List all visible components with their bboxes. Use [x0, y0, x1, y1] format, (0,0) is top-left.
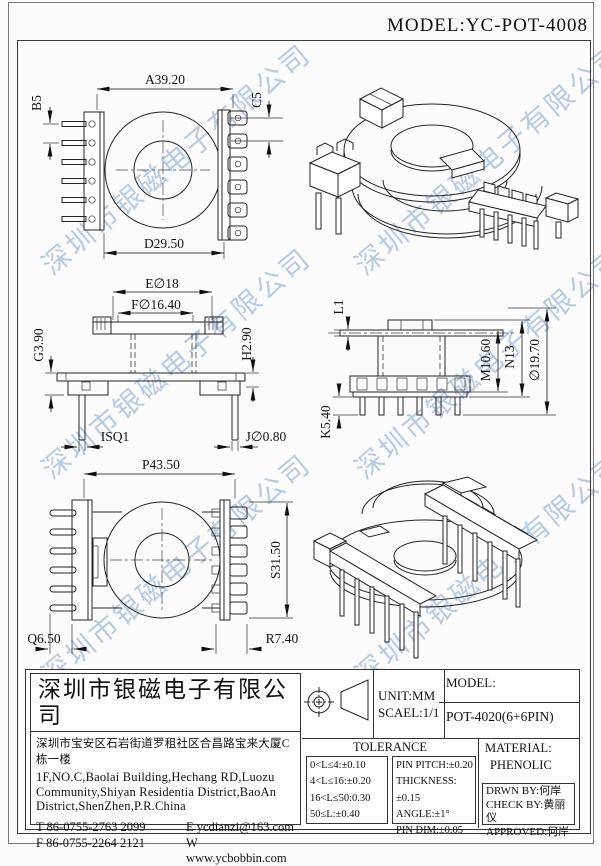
tolerance-row: 16<L≤50:0.30	[310, 792, 371, 804]
company-address-cn: 深圳市宝安区石岩街道罗租社区合昌路宝来大厦C栋一楼	[36, 738, 290, 766]
projection-symbol-icon	[304, 679, 369, 721]
dim-s-label: S31.50	[268, 541, 283, 579]
company-address-line1: 1F,NO.C,Baolai Building,Hechang RD,Luozu	[36, 770, 275, 784]
company-box: 深圳市银磁电子有限公司 SHENZHEN YINCI ELECTRONICS C…	[30, 673, 301, 865]
dim-m-label: M10.60	[478, 339, 493, 382]
material-section: MATERIAL: PHENOLIC DRWN BY:何岸 CHECK BY:黄…	[479, 739, 579, 838]
tolerance-section: TOLERANCE 0<L≤4:±0.10 4<L≤16:±0.20 16<L≤…	[302, 739, 479, 836]
tolerance-row: PIN DIM:±0.05	[396, 825, 464, 837]
dim-q-label: Q6.50	[27, 631, 61, 646]
side-pin-view: L1 K5.40 M10.60 N13 ∅19.70	[318, 300, 556, 439]
iso-bottom-view	[312, 476, 539, 659]
unit-scale-cell: UNIT:MM SCAEL:1/1	[373, 670, 445, 738]
company-address-line2: Community,Shiyan Residentia District,Bao…	[36, 784, 277, 799]
tolerance-row: ANGLE:±1°	[396, 808, 450, 820]
dim-h-label: H2.90	[239, 327, 254, 361]
tolerance-row: PIN PITCH:±0.20	[396, 760, 473, 771]
tolerance-dims-table: 0<L≤4:±0.10 4<L≤16:±0.20 16<L≤50:0.30 50…	[306, 756, 388, 824]
dim-r-label: R7.40	[266, 631, 299, 646]
company-name-en: SHENZHEN YINCI ELECTRONICS CO.,LTD.	[31, 729, 300, 731]
dim-o-label: ∅19.70	[527, 339, 542, 381]
dim-l-label: L1	[331, 300, 346, 315]
company-phone: T 86-0755-2763 2099	[36, 819, 146, 834]
tolerance-other-table: PIN PITCH:±0.20 THICKNESS:±0.15 ANGLE:±1…	[392, 756, 476, 836]
page-title: MODEL:YC-POT-4008	[386, 15, 588, 36]
unit-label: UNIT:MM	[378, 688, 436, 703]
checked-by: CHECK BY:黄丽仪	[486, 798, 566, 825]
dim-i-label: ISQ1	[101, 429, 130, 444]
tolerance-row: 4<L≤16:±0.20	[310, 776, 371, 788]
dim-j-label: J∅0.80	[246, 429, 287, 444]
company-name-cn: 深圳市银磁电子有限公司	[38, 677, 288, 728]
divider	[302, 738, 579, 739]
dim-k-label: K5.40	[318, 405, 333, 439]
tolerance-row: 0<L≤4:±0.10	[310, 760, 366, 771]
model-label: MODEL:	[439, 670, 579, 703]
dim-n-label: N13	[502, 345, 517, 368]
dim-d-label: D29.50	[144, 236, 184, 251]
tolerance-row: THICKNESS:±0.15	[396, 776, 457, 804]
drawn-by: DRWN BY:何岸	[486, 785, 562, 797]
iso-top-view	[308, 87, 580, 250]
scale-label: SCAEL:1/1	[378, 705, 440, 720]
projection-symbol-cell	[302, 670, 374, 738]
dim-g-label: G3.90	[31, 328, 46, 362]
dim-a-label: A39.20	[145, 72, 185, 87]
dim-p-label: P43.50	[142, 457, 180, 472]
material-label: MATERIAL:	[485, 741, 552, 755]
dim-e-label: E∅18	[145, 276, 179, 291]
model-cell: MODEL: POT-4020(6+6PIN)	[439, 670, 579, 738]
side-section-view: E∅18 F∅16.40 G3.90 H2.90 ISQ1 J∅0.80	[31, 276, 287, 451]
bottom-view: P43.50 S31.50 Q6.50 R7.40	[27, 457, 299, 654]
approved-by: APPROVED:何岸	[486, 825, 570, 838]
material-value: PHENOLIC	[490, 758, 552, 772]
dim-b-label: B5	[29, 95, 44, 111]
tolerance-title: TOLERANCE	[352, 740, 428, 754]
tolerance-row: 50≤L:±0.40	[310, 808, 360, 820]
company-address-line3: District,ShenZhen,P.R.China	[36, 799, 186, 813]
company-email: E ycdianzi@163.com	[186, 819, 295, 834]
dim-c-label: C5	[249, 92, 264, 108]
company-fax: F 86-0755-2264 2121	[36, 835, 146, 850]
company-website: W www.ycbobbin.com	[186, 835, 287, 865]
dim-f-label: F∅16.40	[131, 297, 181, 312]
title-block: 深圳市银磁电子有限公司 SHENZHEN YINCI ELECTRONICS C…	[25, 669, 580, 865]
front-view: A39.20 D29.50 B5 C5	[29, 72, 283, 259]
signature-box: DRWN BY:何岸 CHECK BY:黄丽仪 APPROVED:何岸	[482, 783, 575, 838]
model-value: POT-4020(6+6PIN)	[446, 709, 554, 724]
